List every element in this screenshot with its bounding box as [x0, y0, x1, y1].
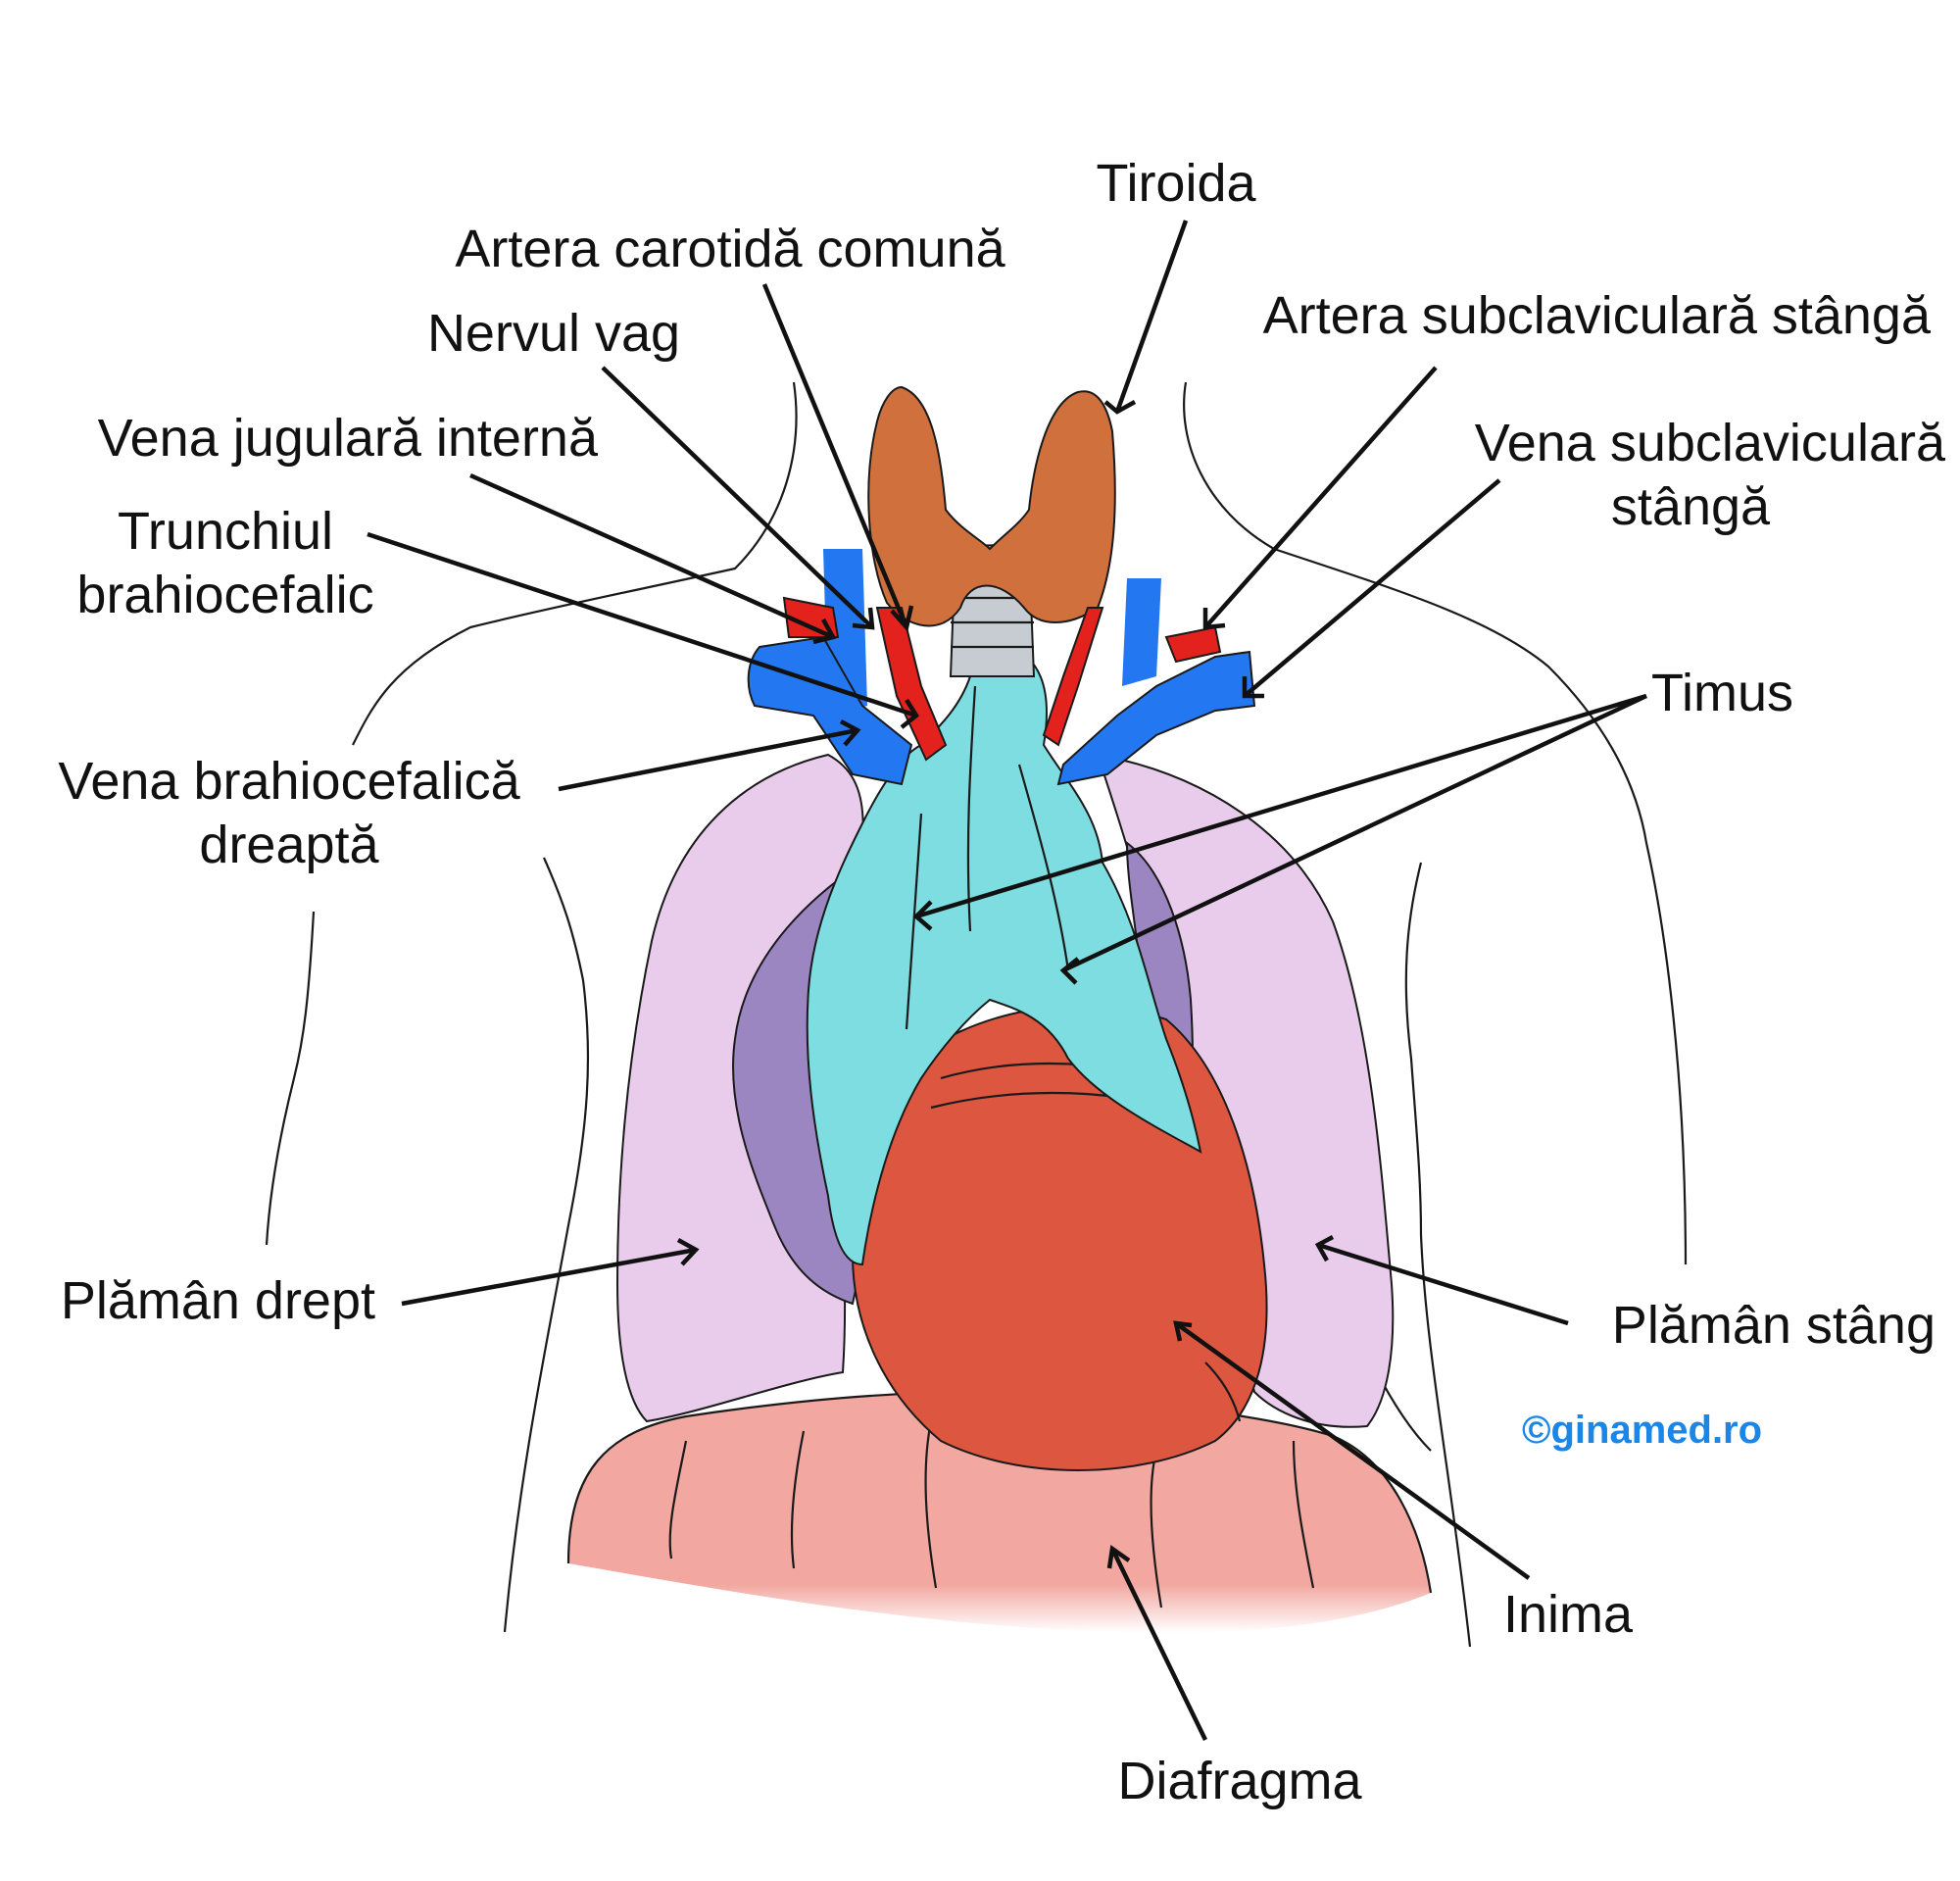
label-plaman-drept: Plămân drept — [61, 1271, 375, 1330]
label-plaman-stang: Plămân stâng — [1612, 1296, 1936, 1355]
thyroid — [867, 385, 1116, 627]
label-vena-brahio-2: dreaptă — [199, 816, 379, 874]
left-carotid-artery — [1042, 607, 1104, 747]
label-timus: Timus — [1651, 664, 1793, 722]
label-trunchiul-2: brahiocefalic — [76, 566, 373, 624]
label-trunchiul-1: Trunchiul — [118, 502, 333, 561]
left-internal-jugular-vein — [1122, 578, 1161, 686]
label-vena-jugulara: Vena jugulară internă — [98, 409, 599, 468]
label-tiroida: Tiroida — [1096, 154, 1256, 213]
right-carotid-artery — [875, 607, 948, 762]
copyright-watermark: ©ginamed.ro — [1522, 1409, 1762, 1452]
label-artera-subclav: Artera subclaviculară stângă — [1263, 286, 1932, 345]
label-vena-subclav-2: stângă — [1611, 477, 1771, 536]
thymus — [806, 640, 1202, 1266]
leader-arrows — [367, 220, 1647, 1741]
label-vena-brahio-1: Vena brahiocefalică — [58, 752, 520, 811]
label-diafragma: Diafragma — [1117, 1752, 1362, 1810]
left-subclavian-vein — [1056, 650, 1256, 786]
label-nervul-vag: Nervul vag — [427, 304, 680, 363]
diaphragm — [566, 1390, 1433, 1633]
label-vena-subclav-1: Vena subclaviculară — [1475, 414, 1946, 472]
left-subclavian-artery — [1164, 625, 1222, 664]
label-inima: Inima — [1503, 1585, 1634, 1644]
label-artera-carotida: Artera carotidă comună — [455, 220, 1005, 278]
right-subclavian-artery — [782, 596, 840, 638]
